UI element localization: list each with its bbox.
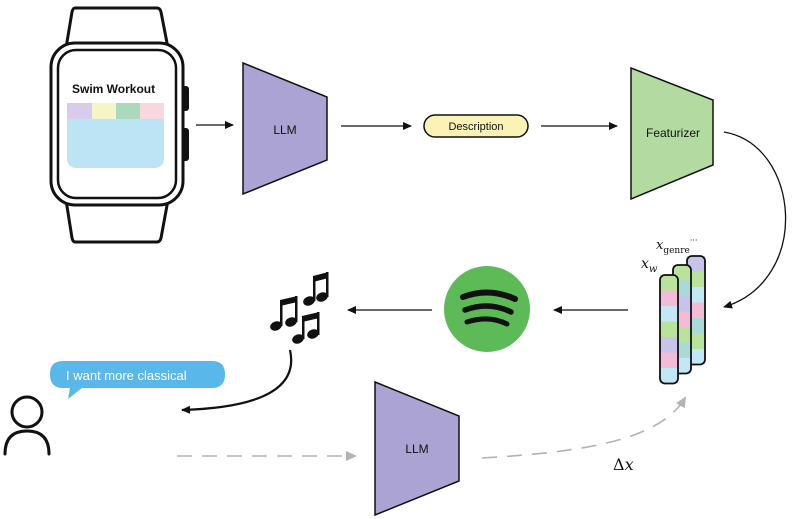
user-icon	[3, 395, 51, 456]
llm-bottom-block: LLM	[374, 380, 460, 517]
spotify-logo-icon	[444, 266, 530, 352]
spotify-wave	[462, 303, 514, 315]
feature-cell	[660, 337, 678, 353]
feature-cell	[660, 321, 678, 337]
feature-vector-columns	[659, 255, 706, 385]
feature-cell	[660, 290, 678, 306]
music-note-icon	[303, 272, 329, 306]
feature-label-xgenre: xgenre···	[656, 236, 698, 256]
description-label: Description	[448, 121, 503, 133]
llm-top-block: LLM	[242, 61, 328, 196]
music-note-icon	[292, 312, 320, 344]
smartwatch-icon: Swim Workout	[49, 6, 189, 244]
feature-vector-outline	[659, 274, 679, 385]
arrow-featurizer-to-vectors	[723, 131, 787, 309]
user-message-bubble: I want more classical	[50, 361, 225, 399]
featurizer-trapezoid	[630, 66, 714, 201]
feature-vectors: xw xgenre···	[641, 236, 706, 385]
description-pill-shape	[423, 114, 529, 138]
featurizer-label: Featurizer	[646, 126, 700, 140]
watch-workout-card	[67, 103, 164, 168]
delta-x-label: Δx	[613, 455, 634, 474]
watch-card-segment	[116, 103, 140, 119]
feature-cell	[660, 275, 678, 291]
watch-card-segment	[67, 103, 92, 119]
watch-strap-bottom	[64, 198, 170, 244]
feature-cell	[660, 352, 678, 368]
spotify-wave	[460, 289, 518, 302]
llm-bottom-label: LLM	[405, 442, 428, 456]
watch-card-segment	[92, 103, 116, 119]
feature-cell	[687, 256, 705, 272]
llm-bottom-trapezoid	[374, 380, 460, 517]
user-shoulders	[3, 429, 51, 456]
featurizer-block: Featurizer	[630, 66, 714, 201]
spotify-wave	[464, 316, 510, 327]
message-bubble-shape	[50, 361, 225, 399]
feature-cell	[660, 368, 678, 384]
user-head	[10, 395, 44, 429]
watch-card-segment	[140, 103, 164, 119]
feature-label-xw: xw	[641, 256, 658, 275]
arrow-llm-to-vectors	[481, 396, 687, 459]
llm-top-trapezoid	[242, 61, 328, 196]
feature-cell	[660, 306, 678, 322]
spotify-circle	[444, 266, 530, 352]
description-pill: Description	[423, 114, 529, 138]
music-note-icon	[270, 296, 298, 331]
llm-top-label: LLM	[273, 123, 296, 137]
feature-vector	[659, 274, 679, 385]
music-notes-icon	[270, 272, 329, 344]
watch-title: Swim Workout	[72, 82, 155, 96]
arrow-music-to-user	[181, 349, 293, 414]
user-message-text: I want more classical	[66, 368, 187, 383]
